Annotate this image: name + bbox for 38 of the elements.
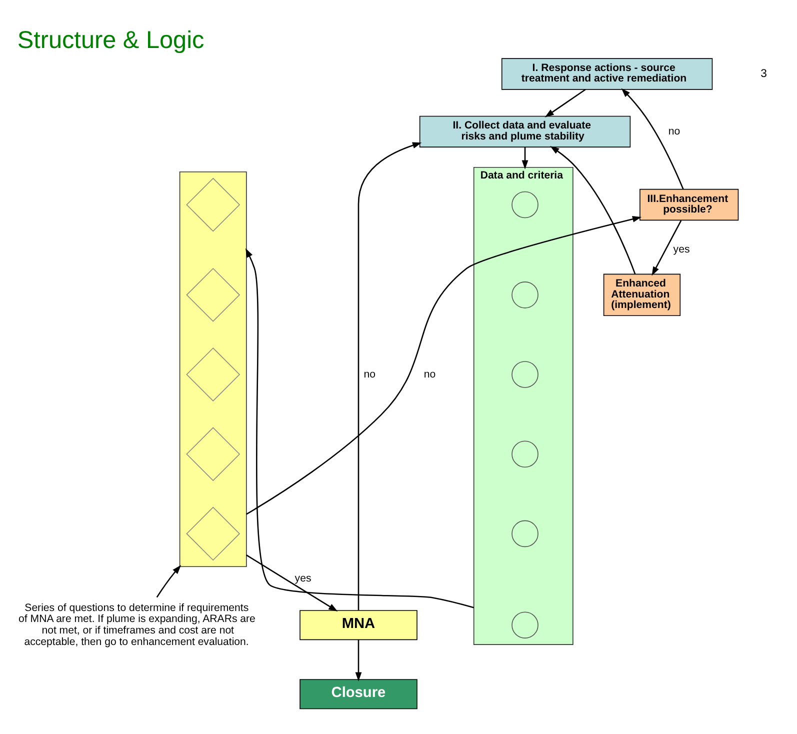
arrow — [355, 640, 362, 682]
arrow — [544, 88, 586, 118]
node-diamond — [186, 427, 240, 482]
arrow — [156, 565, 182, 598]
cluster: Data and criteria — [473, 166, 574, 645]
node-diamond — [186, 178, 240, 232]
node-diamond — [186, 268, 240, 322]
arrow — [358, 142, 422, 610]
node-box: II. Collect data and evaluate risks and plume stability — [419, 116, 631, 148]
arrow — [246, 248, 474, 608]
node-circle — [512, 191, 538, 218]
node-diamond — [186, 506, 240, 561]
node-diamond — [186, 348, 240, 402]
node-circle — [512, 612, 538, 638]
node-text: Series of questions to determine if requirements of MNA are met. If plume is expanding, ARARs are not met, or if timeframes and cost are not acceptable, then go to enhancement evaluation. — [18, 602, 256, 648]
edge-label: yes — [673, 244, 690, 256]
arrow — [550, 146, 636, 274]
edge-label: no — [364, 368, 376, 380]
diagram-title: Structure & Logic — [17, 26, 204, 54]
arrow — [522, 147, 528, 170]
cluster — [179, 171, 247, 568]
edge-label: no — [668, 125, 680, 138]
arrow — [621, 88, 684, 190]
arrow — [652, 220, 682, 276]
edge-label: yes — [294, 572, 312, 585]
node-box: MNA — [300, 610, 418, 640]
label: 3 — [760, 68, 767, 80]
node-box: I. Response actions - source treatment and active remediation — [501, 58, 713, 90]
node-box: Enhanced Attenuation (implement) — [603, 274, 681, 316]
edge-label: no — [424, 368, 436, 380]
node-circle — [512, 440, 538, 468]
arrow — [246, 554, 338, 612]
node-circle — [512, 520, 538, 548]
node-box: Closure — [300, 679, 418, 710]
node-circle — [512, 361, 538, 388]
node-circle — [512, 282, 538, 308]
arrow — [246, 216, 642, 515]
node-box: III.Enhancement possible? — [640, 188, 739, 221]
